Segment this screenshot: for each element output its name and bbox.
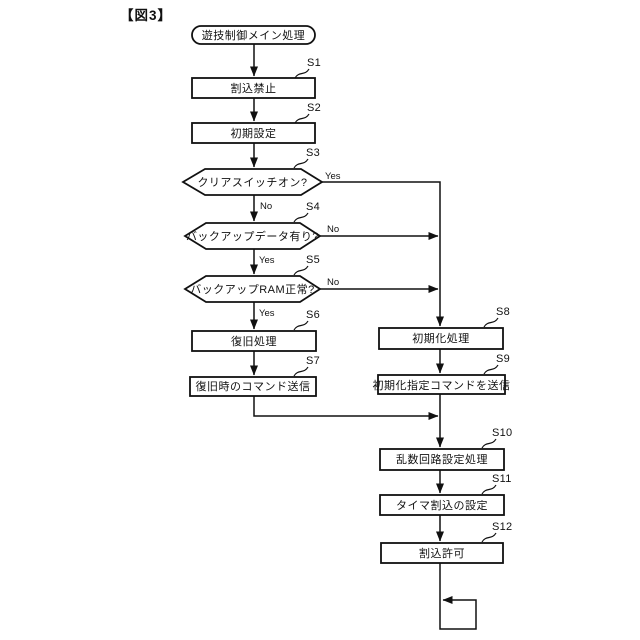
node-s12: 割込許可 S12 bbox=[380, 521, 512, 564]
leader-s7 bbox=[293, 366, 309, 377]
node-s11: タイマ割込の設定 S11 bbox=[379, 473, 512, 516]
leader-s1 bbox=[294, 68, 310, 79]
s9-box bbox=[377, 374, 506, 395]
s5-decision-shape bbox=[183, 275, 322, 303]
s4-no-branch-label: No bbox=[327, 224, 339, 235]
s4-step-id: S4 bbox=[306, 201, 320, 213]
leader-s4 bbox=[293, 212, 309, 223]
s7-box bbox=[189, 376, 317, 397]
node-start: 遊技制御メイン処理 bbox=[191, 25, 316, 45]
s8-label: 初期化処理 bbox=[412, 332, 470, 345]
connectors bbox=[250, 44, 477, 630]
figure-label: 【図3】 bbox=[120, 8, 172, 23]
s9-label: 初期化指定コマンドを送信 bbox=[373, 378, 511, 392]
node-s10: 乱数回路設定処理 S10 bbox=[379, 427, 512, 471]
s6-label: 復旧処理 bbox=[231, 335, 277, 348]
leader-s2 bbox=[294, 113, 310, 124]
node-s9: 初期化指定コマンドを送信 S9 bbox=[373, 353, 511, 395]
s2-box bbox=[191, 122, 316, 144]
node-s1: 割込禁止 S1 bbox=[191, 57, 321, 99]
leader-s11 bbox=[481, 484, 497, 495]
s4-yes-branch-label: Yes bbox=[259, 255, 275, 266]
s11-box bbox=[379, 494, 505, 516]
leader-s9 bbox=[483, 364, 499, 375]
s4-decision-shape bbox=[183, 222, 322, 250]
s1-box bbox=[191, 77, 316, 99]
s10-label: 乱数回路設定処理 bbox=[396, 453, 488, 466]
start-label: 遊技制御メイン処理 bbox=[202, 28, 306, 42]
s3-step-id: S3 bbox=[306, 147, 320, 159]
s2-step-id: S2 bbox=[307, 102, 321, 114]
s8-box bbox=[378, 327, 504, 350]
s7-step-id: S7 bbox=[306, 355, 320, 367]
s3-decision-shape bbox=[181, 168, 324, 196]
s2-label: 初期設定 bbox=[231, 127, 277, 140]
s12-step-id: S12 bbox=[492, 521, 512, 533]
s11-label: タイマ割込の設定 bbox=[396, 499, 488, 512]
s5-yes-branch-label: Yes bbox=[259, 308, 275, 319]
node-s3: クリアスイッチオン? S3 Yes No bbox=[181, 147, 341, 212]
s7-label: 復旧時のコマンド送信 bbox=[196, 379, 311, 393]
start-terminal-shape bbox=[191, 25, 316, 45]
s5-no-branch-label: No bbox=[327, 277, 339, 288]
s5-step-id: S5 bbox=[306, 254, 320, 266]
s12-box bbox=[380, 542, 504, 564]
s6-box bbox=[191, 330, 317, 352]
s3-label: クリアスイッチオン? bbox=[197, 176, 307, 189]
s1-step-id: S1 bbox=[307, 57, 321, 69]
s6-step-id: S6 bbox=[306, 309, 320, 321]
s8-step-id: S8 bbox=[496, 306, 510, 318]
s11-step-id: S11 bbox=[492, 473, 512, 485]
s1-label: 割込禁止 bbox=[231, 82, 277, 95]
node-s4: バックアップデータ有り? S4 No Yes bbox=[183, 201, 339, 266]
leader-s6 bbox=[293, 320, 309, 331]
s4-label: バックアップデータ有り? bbox=[186, 229, 319, 243]
s3-yes-branch-label: Yes bbox=[325, 171, 341, 182]
leader-s8 bbox=[483, 317, 499, 328]
leader-s3 bbox=[293, 158, 309, 169]
node-s2: 初期設定 S2 bbox=[191, 102, 321, 144]
s10-box bbox=[379, 448, 505, 471]
s9-step-id: S9 bbox=[496, 353, 510, 365]
leader-s10 bbox=[481, 438, 497, 449]
s12-label: 割込許可 bbox=[419, 546, 465, 560]
s10-step-id: S10 bbox=[492, 427, 512, 439]
step-leaders bbox=[293, 68, 499, 543]
node-s8: 初期化処理 S8 bbox=[378, 306, 510, 350]
node-s7: 復旧時のコマンド送信 S7 bbox=[189, 355, 320, 397]
connector-s12-main-loop bbox=[439, 563, 477, 630]
s3-no-branch-label: No bbox=[260, 201, 272, 212]
leader-s12 bbox=[481, 532, 497, 543]
connector-s7-to-right-line bbox=[253, 396, 439, 420]
s5-label: バックアップRAM正常? bbox=[190, 283, 315, 296]
leader-s5 bbox=[293, 265, 309, 276]
node-s5: バックアップRAM正常? S5 No Yes bbox=[183, 254, 339, 319]
node-s6: 復旧処理 S6 bbox=[191, 309, 320, 352]
connector-s3-yes-to-s8 bbox=[322, 181, 444, 327]
